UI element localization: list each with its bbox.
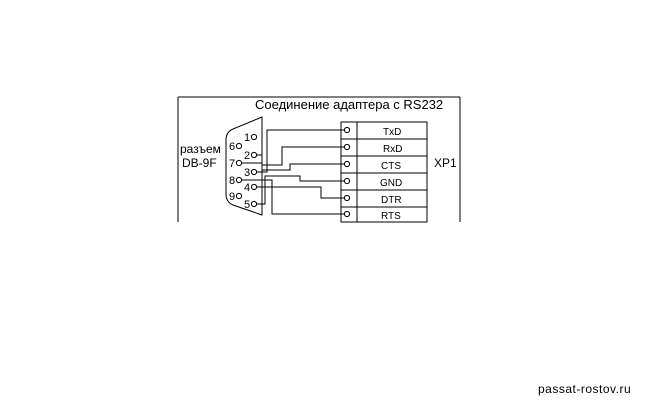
connector-label-line2: DB-9F	[182, 156, 217, 170]
pin-4-contact	[251, 184, 256, 189]
db9-connector-shell	[226, 117, 262, 215]
xp1-label: XP1	[434, 156, 457, 170]
wire-rts	[242, 180, 344, 214]
terminal-gnd-contact	[344, 178, 349, 183]
terminal-contacts	[344, 127, 349, 216]
pin-3-contact	[251, 169, 256, 174]
signal-cts-label: CTS	[381, 161, 401, 172]
pin-2-contact	[251, 152, 256, 157]
wire-dtr	[257, 187, 344, 198]
signal-gnd-label: GND	[380, 178, 402, 189]
site-watermark: passat-rostov.ru	[538, 382, 631, 396]
wire-rxd	[257, 147, 344, 165]
pin-7-label: 7	[229, 158, 235, 170]
terminal-rts-contact	[344, 211, 349, 216]
wire-gnd	[257, 176, 344, 204]
signal-txd-label: TxD	[383, 127, 401, 138]
pin-1-label: 1	[244, 132, 250, 144]
pin-5-label: 5	[244, 199, 250, 211]
figure-frame	[178, 97, 460, 222]
pin-5-contact	[251, 201, 256, 206]
signal-dtr-label: DTR	[381, 195, 402, 206]
pin-6-contact	[236, 143, 241, 148]
wire-cts	[242, 163, 344, 170]
signal-rxd-label: RxD	[383, 144, 402, 155]
pin-2-label: 2	[244, 150, 250, 162]
pin-8-contact	[236, 177, 241, 182]
pin-1-contact	[251, 134, 256, 139]
signal-rts-label: RTS	[381, 211, 401, 222]
db9-pins: 1 2 3 4 5 6 7 8 9	[229, 132, 257, 211]
terminal-dtr-contact	[344, 195, 349, 200]
diagram-title: Соединение адаптера с RS232	[255, 97, 443, 112]
pin-9-label: 9	[229, 191, 235, 203]
terminal-rxd-contact	[344, 144, 349, 149]
pin-4-label: 4	[244, 182, 250, 194]
pin-6-label: 6	[229, 141, 235, 153]
wiring	[242, 130, 344, 214]
pin-8-label: 8	[229, 175, 235, 187]
connector-label-line1: разъем	[180, 142, 221, 156]
xp1-terminal-block	[341, 122, 427, 222]
wire-txd	[257, 130, 344, 172]
terminal-cts-contact	[344, 161, 349, 166]
pin-7-contact	[236, 160, 241, 165]
pin-9-contact	[236, 193, 241, 198]
terminal-txd-contact	[344, 127, 349, 132]
pin-3-label: 3	[244, 167, 250, 179]
